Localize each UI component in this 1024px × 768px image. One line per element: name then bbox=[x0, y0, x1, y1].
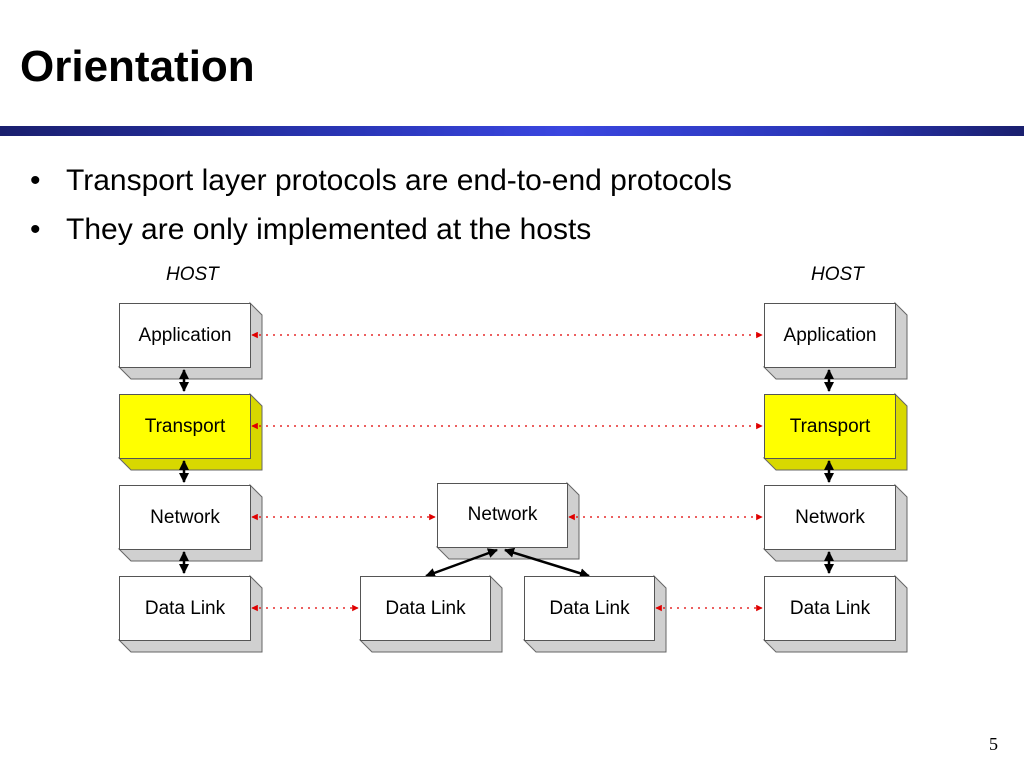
bullet-text: They are only implemented at the hosts bbox=[66, 213, 592, 246]
bullet-item: • They are only implemented at the hosts bbox=[30, 209, 732, 258]
left-application-box: Application bbox=[119, 303, 251, 368]
left-transport-box: Transport bbox=[119, 394, 251, 459]
right-application-box: Application bbox=[764, 303, 896, 368]
router-links bbox=[425, 547, 590, 579]
bullet-item: • Transport layer protocols are end-to-en… bbox=[30, 160, 732, 209]
router-datalink-right-box: Data Link bbox=[524, 576, 655, 641]
bullet-list: • Transport layer protocols are end-to-en… bbox=[30, 160, 732, 258]
right-host-label: HOST bbox=[811, 264, 864, 285]
router-datalink-left-box: Data Link bbox=[360, 576, 491, 641]
left-host-label: HOST bbox=[166, 264, 219, 285]
left-network-box: Network bbox=[119, 485, 251, 550]
peer-links bbox=[251, 331, 763, 612]
slide-title: Orientation bbox=[20, 42, 255, 91]
right-network-box: Network bbox=[764, 485, 896, 550]
router-network-box: Network bbox=[437, 483, 568, 548]
layer-arrows bbox=[179, 369, 834, 574]
bullet-dot: • bbox=[30, 164, 41, 197]
bullet-text: Transport layer protocols are end-to-end… bbox=[66, 164, 732, 197]
title-rule bbox=[0, 126, 1024, 136]
page-number: 5 bbox=[989, 734, 998, 754]
left-datalink-box: Data Link bbox=[119, 576, 251, 641]
right-datalink-box: Data Link bbox=[764, 576, 896, 641]
right-transport-box: Transport bbox=[764, 394, 896, 459]
bullet-dot: • bbox=[30, 213, 41, 246]
